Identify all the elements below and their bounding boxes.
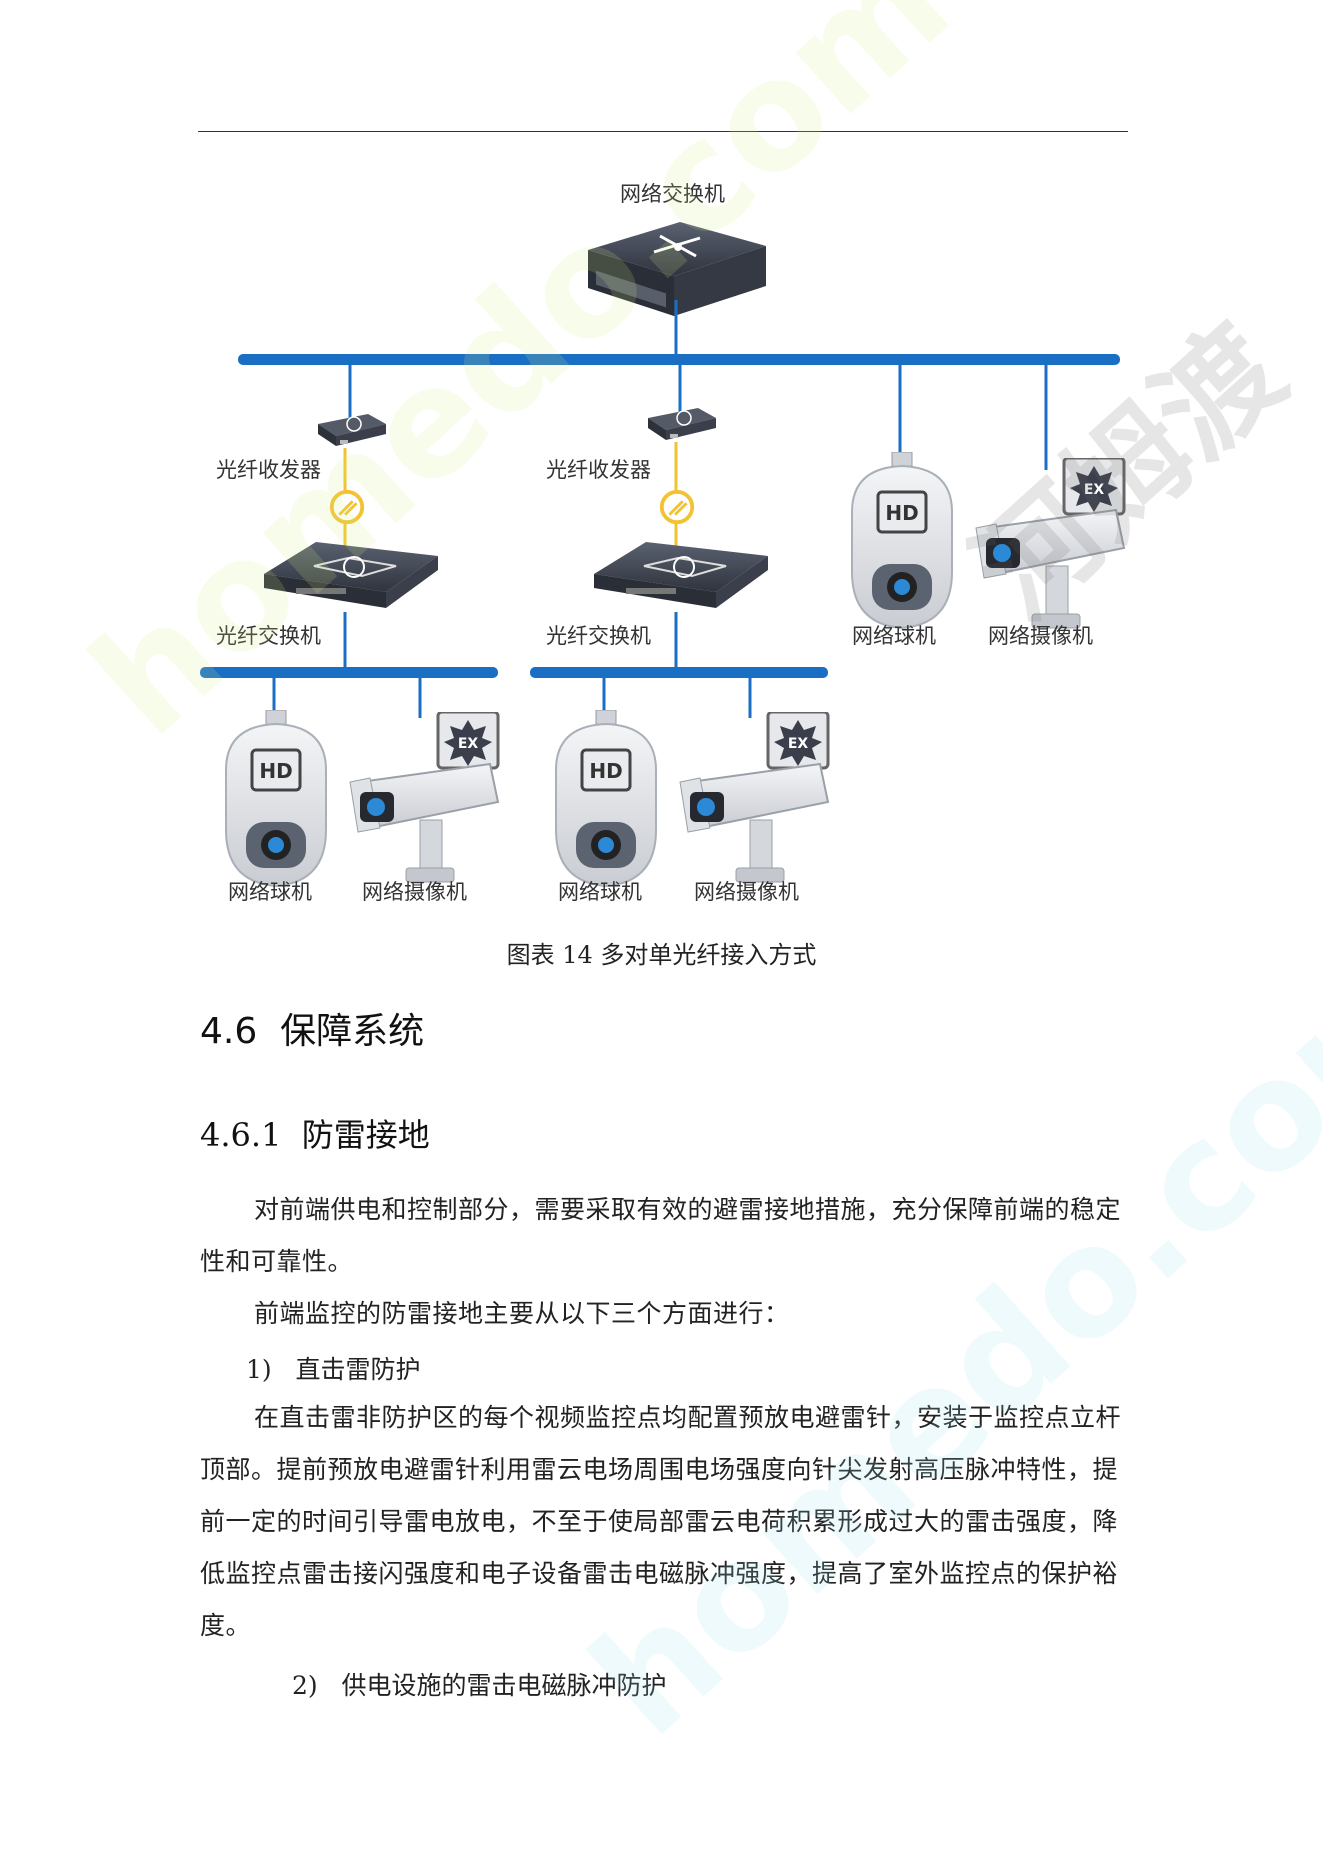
paragraph-1: 对前端供电和控制部分，需要采取有效的避雷接地措施，充分保障前端的稳定性和可靠性。 [200,1195,1122,1276]
direct-bullet-label: 网络摄像机 [988,624,1093,648]
header-rule [198,131,1128,132]
main-bus [238,354,1120,365]
mid-transceiver-label: 光纤收发器 [546,458,651,482]
top-network-switch [588,222,766,316]
list-item-1: 1) 直击雷防护 [246,1350,421,1386]
mid-transceiver-icon [647,407,717,441]
subsection-number: 4.6.1 [200,1116,282,1154]
left-transceiver-label: 光纤收发器 [216,458,321,482]
network-diagram: HD EX [200,222,1126,888]
left-bullet-label: 网络摄像机 [362,880,467,904]
section-heading: 4.6 保障系统 [200,1002,424,1054]
mid-dome-camera-icon [554,710,658,888]
left-fiber-switch-label: 光纤交换机 [216,624,321,648]
mid-bullet-label: 网络摄像机 [694,880,799,904]
direct-dome-camera-icon [850,452,954,630]
list-item-1-text: 直击雷防护 [295,1355,421,1384]
list-item-2: 2) 供电设施的雷击电磁脉冲防护 [292,1666,667,1702]
list-item-1-number: 1) [246,1355,272,1384]
direct-cameras [850,365,1126,630]
left-transceiver-icon [317,413,387,447]
list-item-2-number: 2) [292,1671,318,1700]
subsection-title: 防雷接地 [301,1116,430,1154]
direct-bullet-camera-icon [974,458,1126,630]
mid-fiber-switch-label: 光纤交换机 [546,624,651,648]
mid-fiber-link-icon [659,489,695,525]
left-dome-camera-icon [224,710,328,888]
section-number: 4.6 [200,1011,258,1052]
mid-dome-label: 网络球机 [558,880,642,904]
subsection-heading: 4.6.1 防雷接地 [200,1110,430,1156]
list-item-2-text: 供电设施的雷击电磁脉冲防护 [341,1671,667,1700]
top-switch-label: 网络交换机 [620,182,725,206]
left-bullet-camera-icon [348,712,500,884]
direct-dome-label: 网络球机 [852,624,936,648]
left-fiber-switch-icon [263,541,439,609]
figure-caption: 图表 14 多对单光纤接入方式 [506,941,817,969]
mid-bullet-camera-icon [678,712,830,884]
paragraph-2: 前端监控的防雷接地主要从以下三个方面进行： [254,1299,790,1328]
left-fiber-link-icon [329,489,365,525]
mid-fiber-switch-icon [593,541,769,609]
left-branch [200,365,500,888]
mid-branch [530,365,830,888]
left-dome-label: 网络球机 [228,880,312,904]
section-title: 保障系统 [280,1011,425,1052]
paragraph-3: 在直击雷非防护区的每个视频监控点均配置预放电避雷针，安装于监控点立杆顶部。提前预… [200,1403,1122,1640]
